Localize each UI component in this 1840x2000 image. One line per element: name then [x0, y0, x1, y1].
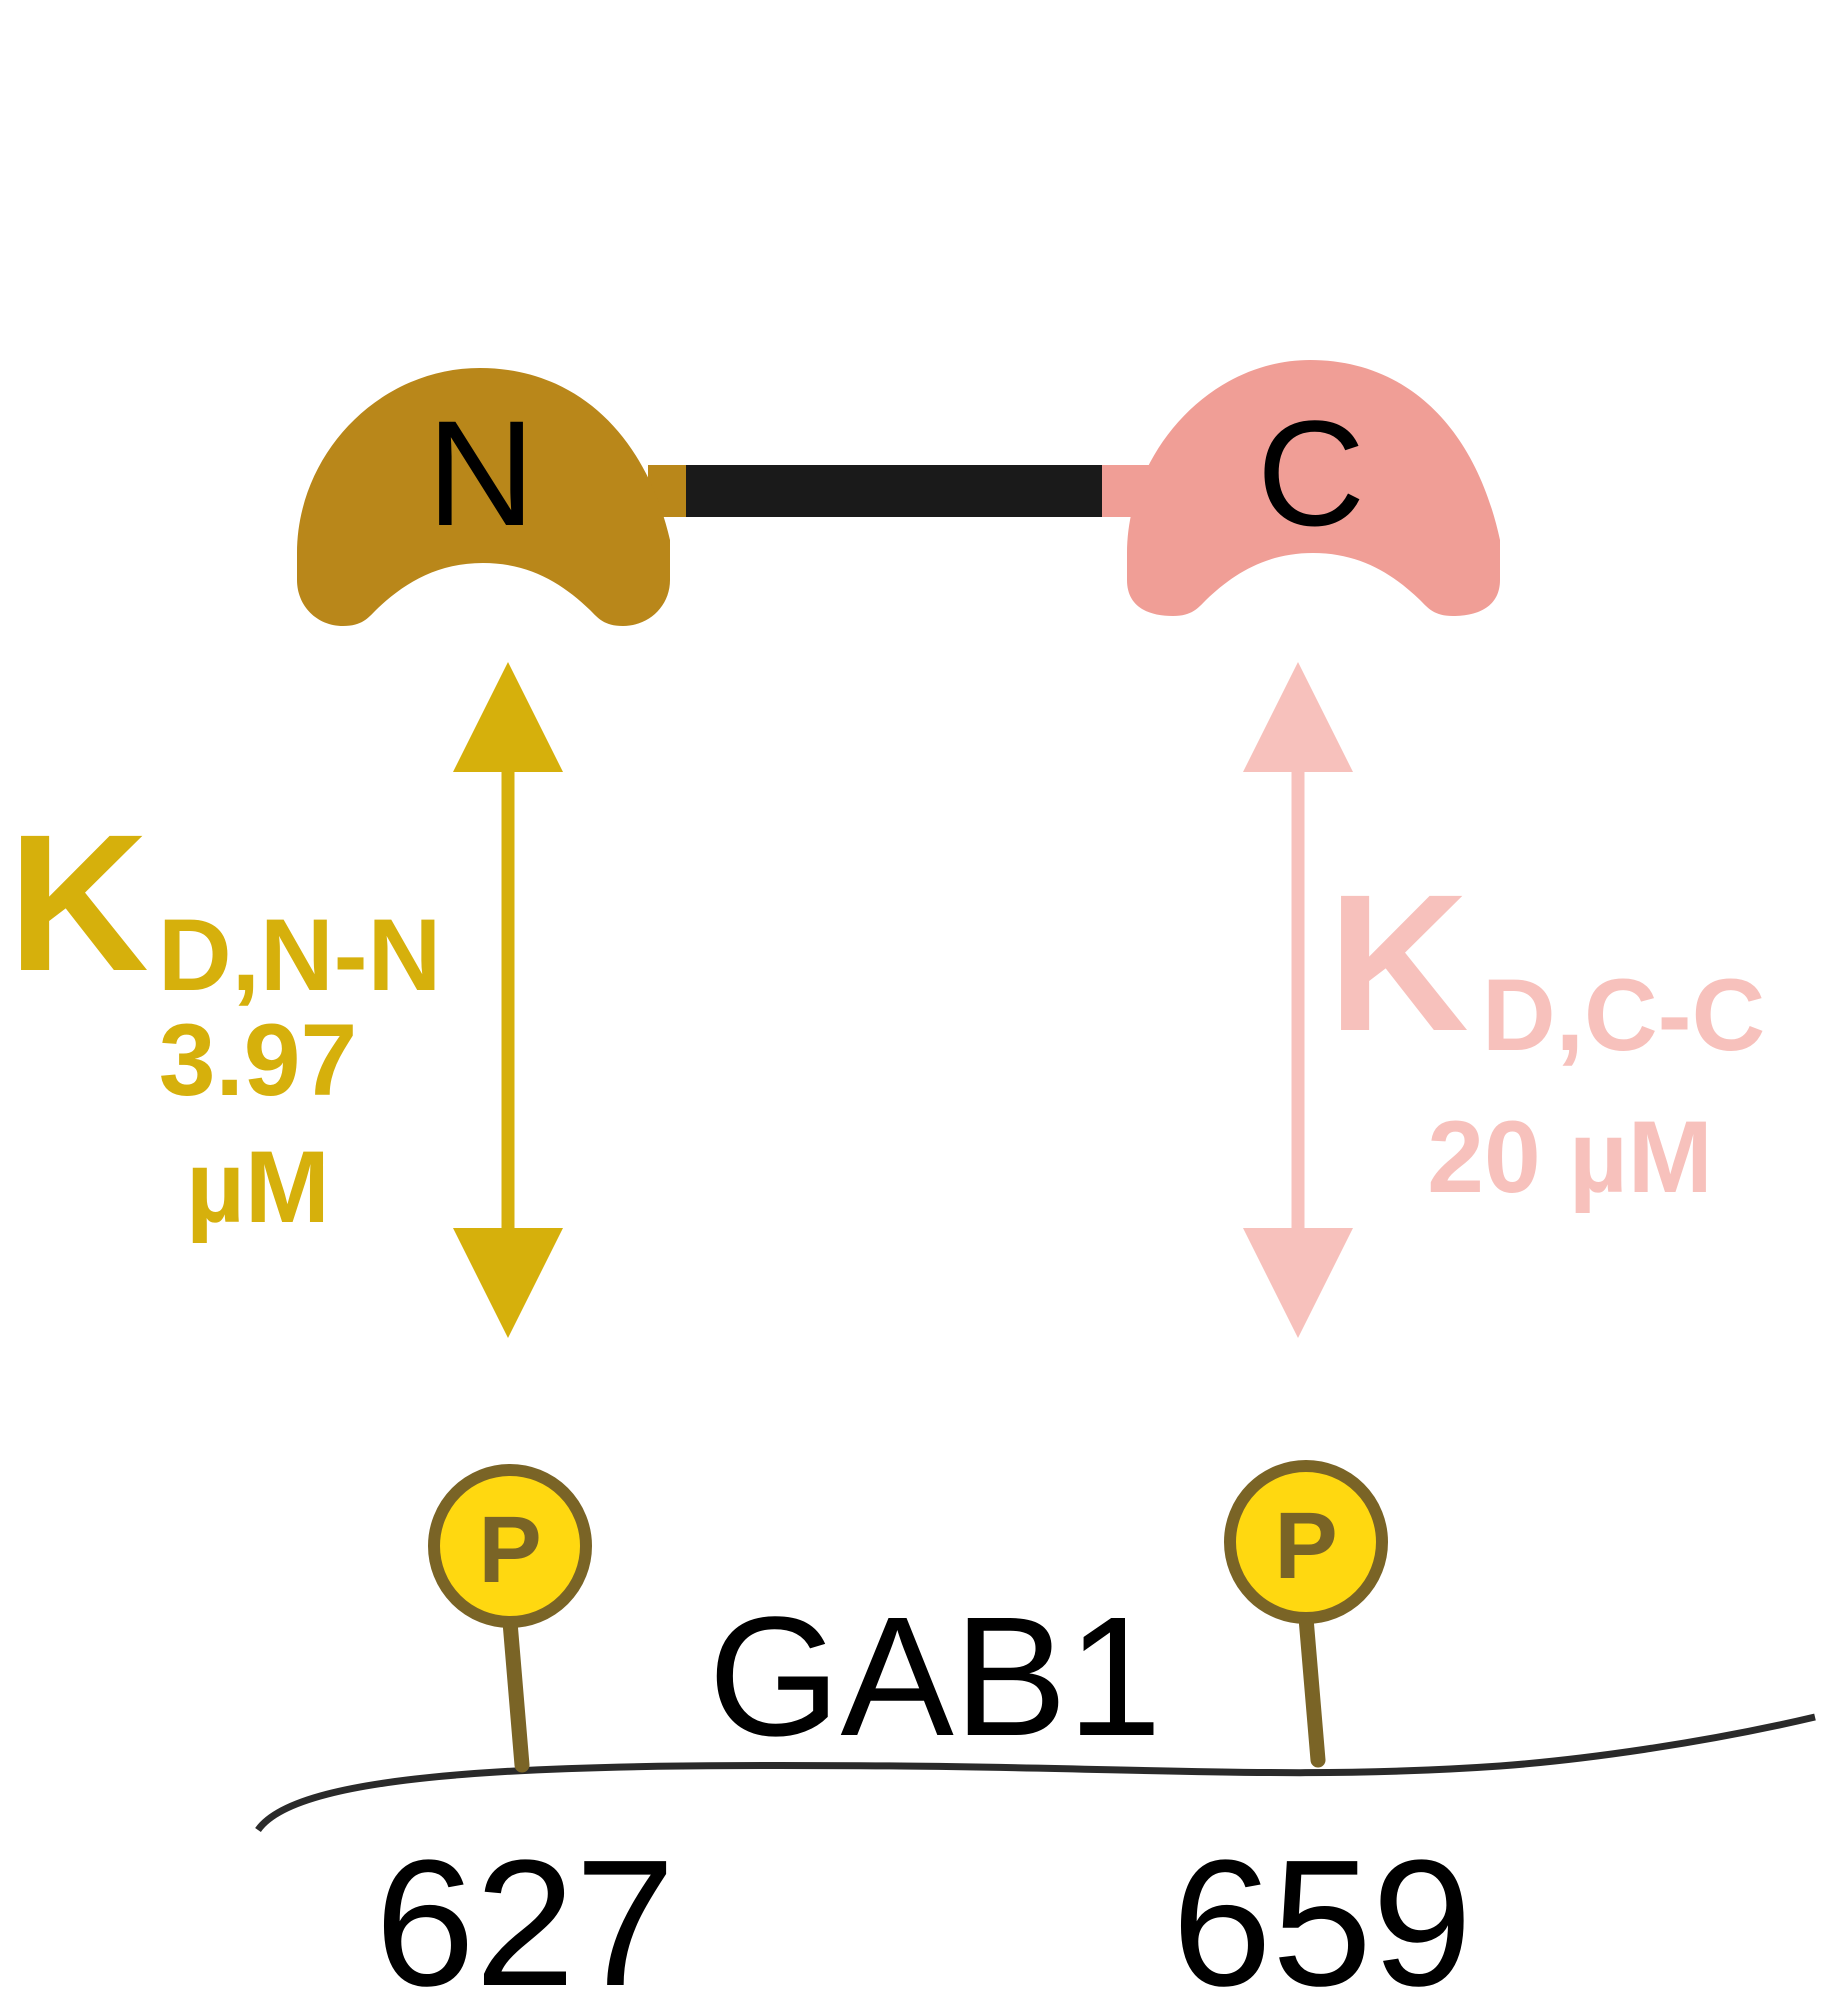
kd-n-value: 3.97 [159, 1003, 358, 1117]
n-binding-arrow [453, 662, 563, 1338]
kd-n-unit: µM [186, 1130, 330, 1244]
kd-n-subscript: D,N-N [158, 898, 441, 1012]
residue-627: 627 [375, 1823, 675, 2000]
interdomain-linker [648, 465, 1150, 517]
c-domain: C [1127, 360, 1500, 616]
n-affinity-label: K D,N-N 3.97 µM [8, 794, 441, 1244]
kd-c-value: 20 µM [1427, 1100, 1713, 1214]
phospho-label-659: P [1274, 1493, 1337, 1599]
phosphosite-659: P [1224, 1460, 1388, 1768]
n-domain: N [297, 368, 670, 626]
phosphosite-627: P [428, 1464, 592, 1773]
kd-c-symbol: K [1328, 854, 1469, 1072]
kd-n-symbol: K [8, 794, 149, 1012]
c-domain-label: C [1257, 389, 1365, 557]
kd-c-subscript: D,C-C [1482, 958, 1765, 1072]
residue-659: 659 [1172, 1823, 1472, 2000]
c-affinity-label: K D,C-C 20 µM [1328, 854, 1765, 1214]
c-binding-arrow [1243, 662, 1353, 1338]
phospho-label-627: P [478, 1497, 541, 1603]
n-domain-label: N [427, 389, 535, 557]
gab1-backbone [255, 1713, 1816, 1833]
protein-name: GAB1 [708, 1582, 1162, 1772]
